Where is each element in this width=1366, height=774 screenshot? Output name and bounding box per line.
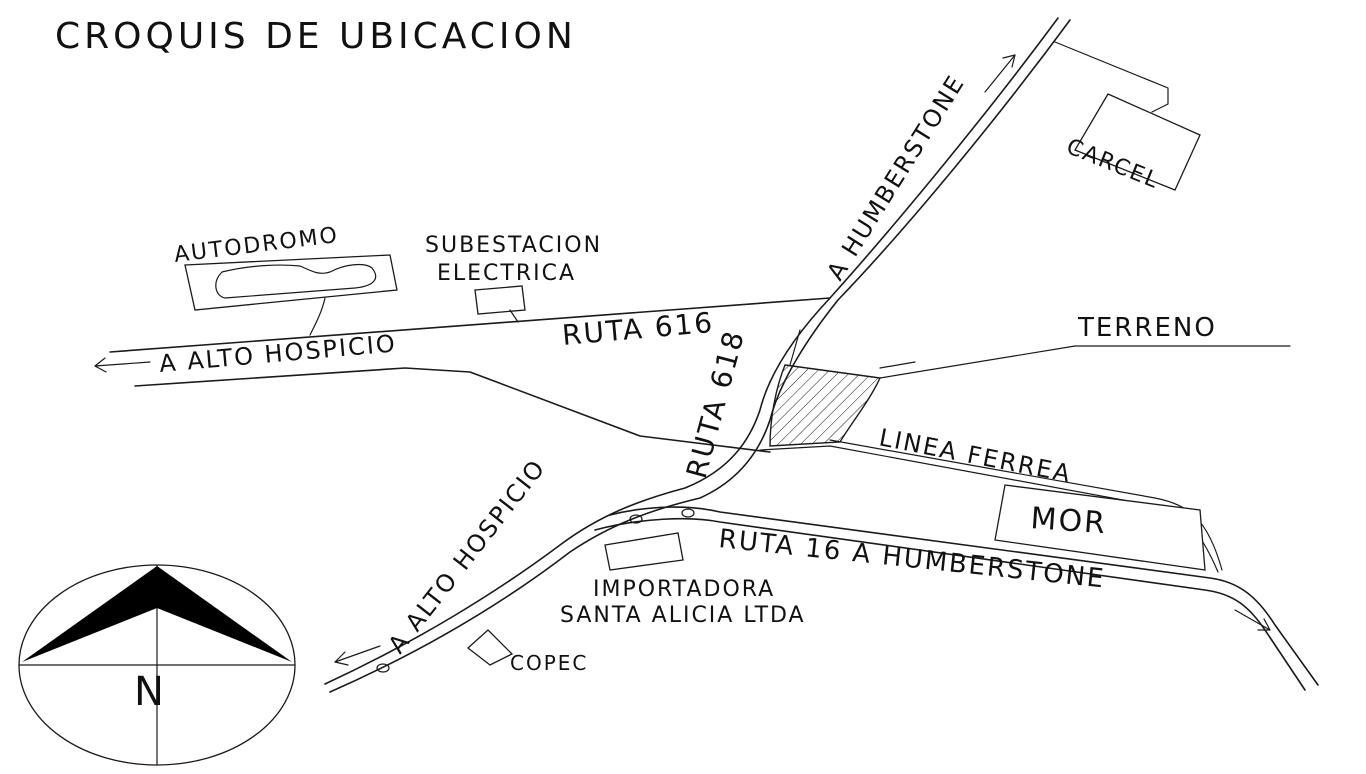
arrow-north-humberstone [984, 54, 1016, 93]
label-linea-ferrea: LINEA FERREA [877, 423, 1074, 488]
arrow-east-humberstone [1234, 609, 1271, 631]
label-subestacion-line2: ELECTRICA [437, 261, 576, 286]
label-ruta-618: RUTA 618 [680, 326, 751, 482]
label-terreno: TERRENO [1077, 313, 1217, 343]
compass-north-label: N [134, 669, 166, 715]
label-ruta-616: RUTA 616 [561, 306, 716, 352]
label-copec: COPEC [510, 651, 588, 675]
autodromo-circuit [184, 254, 398, 336]
copec-station [376, 629, 514, 673]
carcel-building [1054, 41, 1201, 191]
ruta-16-road [594, 506, 1319, 691]
ruta-616-road [109, 297, 831, 453]
terreno-parcel [769, 329, 1291, 447]
arrow-west-alto-hospicio [94, 357, 151, 373]
label-a-humberstone-north: A HUMBERSTONE [821, 70, 970, 285]
label-a-alto-hospicio-sw: A ALTO HOSPICIO [383, 454, 552, 659]
mor-building [994, 484, 1206, 571]
map-title: CROQUIS DE UBICACION [55, 16, 577, 57]
label-subestacion-line1: SUBESTACION [425, 233, 602, 258]
north-arrow-icon [18, 564, 296, 766]
label-mor: MOR [1029, 501, 1108, 541]
arrow-southwest-alto-hospicio [334, 645, 381, 666]
subestacion-building [474, 285, 526, 323]
importadora-building [604, 532, 684, 571]
roundabout [629, 508, 695, 524]
label-importadora-line1: IMPORTADORA [593, 577, 775, 602]
ruta-618-road [324, 17, 1071, 693]
label-importadora-line2: SANTA ALICIA LTDA [560, 603, 806, 628]
